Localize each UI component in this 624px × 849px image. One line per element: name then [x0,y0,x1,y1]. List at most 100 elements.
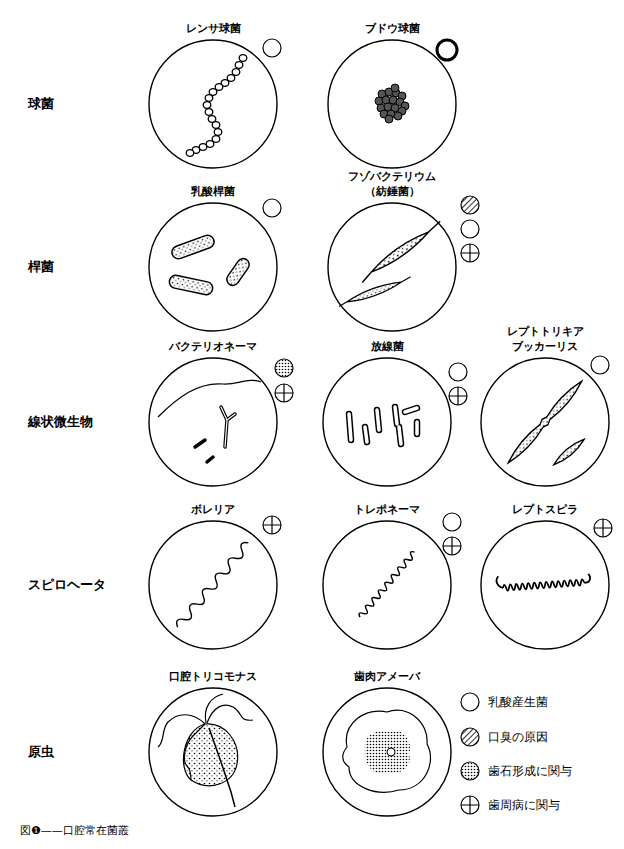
leptotrichia-spindles [551,436,586,467]
lactic-acid-symbol [443,513,461,531]
legend-entry: 乳酸産生菌 [488,695,548,709]
periodontal-symbol [449,387,467,405]
circle-outline [148,687,278,817]
trichomonas-cell [207,705,253,723]
streptococcus-chain [186,150,194,157]
legend-entry: 口臭の原因 [488,730,548,744]
trichomonas-cell [158,715,205,747]
bacterionema-filaments [195,407,235,462]
circle-outline [327,202,457,332]
staphylococcus-cluster [394,112,402,120]
organism-heading: 乳酸桿菌 [191,185,235,199]
lactobacillus-rods [168,233,251,296]
staphylococcus-cluster [385,115,393,123]
lactic-acid-symbol [437,40,457,60]
fusobacterium-spindles [346,279,403,305]
streptococcus-chain [232,69,240,76]
streptococcus-chain [214,129,222,136]
circle-outline [481,521,609,649]
leptospira-coil [496,570,590,589]
organism-circle: 放線菌 [322,340,452,487]
circle-outline [323,688,451,816]
row-label: スピロヘータ [28,577,106,593]
organism-heading: バクテリオネーマ [169,340,257,354]
legend-periodontal-symbol [461,796,479,814]
organism-name: フゾバクテリウム （紡錘菌） [348,170,436,199]
organism-name: バクテリオネーマ [169,340,257,354]
lactobacillus-rods [224,256,251,287]
lactic-acid-symbol [591,356,609,374]
organism-circle: ボレリア [148,503,278,650]
organism-name: レプトスピラ [512,503,578,517]
actinomyces-clubs [349,407,417,444]
trichomonas-cell [158,694,253,807]
legend-entry: 歯石形成に関与 [488,764,572,778]
trichomonas-cell [209,728,235,807]
circle-outline [323,358,451,486]
lactic-acid-symbol [263,199,281,217]
fusobacterium-spindles [359,221,443,282]
circle-outline [328,40,456,168]
circle-outline [149,521,277,649]
organism-circle: 歯肉アメーバ [322,670,452,817]
lactic-acid-symbol [449,363,467,381]
lactic-acid-symbol [449,363,467,381]
periodontal-symbol [594,519,612,537]
borrelia-spiral [174,540,252,630]
leptotrichia-spindles [505,378,586,467]
leptospira-coil [496,570,590,591]
streptococcus-chain [235,62,243,69]
organism-heading: レプトトリキア ブッカーリス [507,325,584,354]
streptococcus-chain [186,55,247,157]
staphylococcus-cluster [391,84,399,92]
legend-text: 口臭の原因 [488,730,548,744]
periodontal-symbol [275,384,293,402]
actinomyces-clubs [349,407,417,444]
organism-name: レプトトリキア ブッカーリス [507,325,584,354]
streptococcus-chain [205,95,213,102]
fusobacterium-spindles [337,219,444,308]
organism-name: ボレリア [191,503,235,517]
periodontal-symbol [263,516,281,534]
organism-name: 歯肉アメーバ [354,670,420,684]
lactic-acid-symbol [443,513,461,531]
legend-calculus-symbol [461,762,479,780]
halitosis-symbol [461,196,479,214]
lactic-acid-symbol [591,356,609,374]
row-label: 線状微生物 [28,414,93,430]
circle-outline [480,520,610,650]
fusobacterium-spindles [369,228,432,276]
periodontal-symbol [443,537,461,555]
organism-circle: レンサ球菌 [148,22,278,169]
organism-heading: 歯肉アメーバ [354,670,420,684]
lactic-acid-symbol [263,39,281,57]
fusobacterium-spindles [338,277,412,307]
periodontal-symbol [594,519,612,537]
organism-heading: トレポネーマ [354,503,420,517]
periodontal-symbol [443,537,461,555]
circle-outline [148,202,278,332]
circle-outline [149,358,277,486]
organism-heading: 口腔トリコモナス [169,670,257,684]
legend-halitosis-symbol [461,728,479,746]
calculus-symbol [275,359,293,377]
figure-caption: 図❶——口腔常在菌叢 [20,824,129,837]
treponema-spiral [358,550,417,619]
fusobacterium-spindles [358,219,444,283]
lactobacillus-rods [170,233,216,260]
circle-outline [148,357,278,487]
bacterionema-filaments [158,380,261,462]
borrelia-spiral [174,540,252,630]
circle-outline [322,520,452,650]
organism-name: ブドウ球菌 [365,22,420,36]
streptococcus-chain [203,102,211,109]
organism-circle: レプトトリキア ブッカーリス [480,325,610,487]
calculus-symbol [275,359,293,377]
circle-outline [481,358,609,486]
organism-circle: バクテリオネーマ [148,340,278,487]
organism-circle: ブドウ球菌 [327,22,457,169]
lactic-acid-symbol [461,220,479,238]
periodontal-symbol [263,516,281,534]
amoeba-cell [343,710,431,792]
